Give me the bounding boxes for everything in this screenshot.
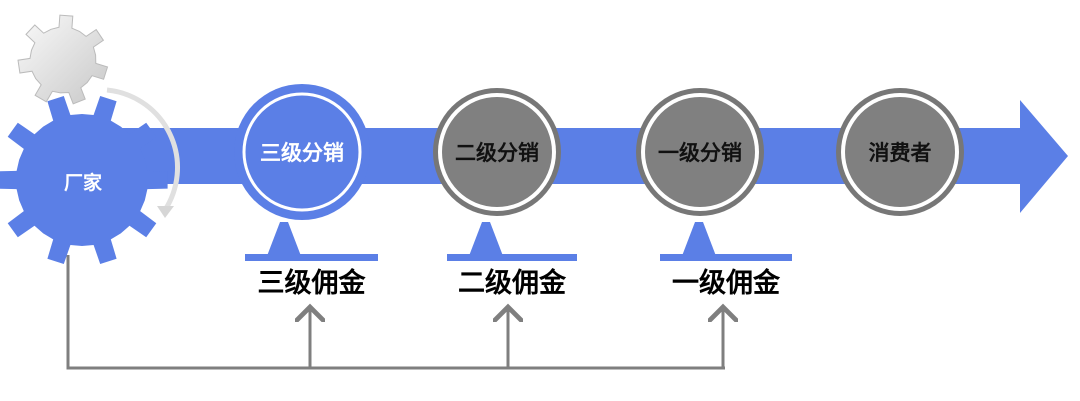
commission-label: 一级佣金 — [672, 267, 781, 299]
commission-2: 二级佣金 — [447, 222, 577, 299]
commission-feedback-lines — [66, 255, 725, 370]
node-label: 三级分销 — [260, 141, 344, 165]
commission-label: 二级佣金 — [458, 267, 567, 299]
node-label: 一级分销 — [658, 141, 742, 165]
node-3: 一级分销 — [636, 88, 764, 216]
pointer-triangle — [267, 222, 301, 256]
node-1: 三级分销 — [234, 84, 370, 220]
commission-1: 三级佣金 — [245, 222, 378, 299]
node-fill — [645, 97, 755, 207]
commission-label: 三级佣金 — [258, 267, 367, 299]
pointer-triangle — [682, 222, 716, 256]
node-4: 消费者 — [836, 88, 964, 216]
node-fill — [442, 97, 552, 207]
manufacturer-label: 厂家 — [64, 171, 103, 194]
rotation-arrow-icon — [106, 87, 180, 212]
small-gear-icon — [17, 14, 109, 105]
node-fill — [845, 97, 955, 207]
rotation-arrowhead-icon — [157, 206, 174, 218]
commission-bar — [245, 254, 378, 261]
manufacturer-gear-icon — [0, 96, 168, 264]
commission-bar — [447, 254, 577, 261]
pointer-triangle — [469, 222, 503, 256]
commission-3: 一级佣金 — [660, 222, 792, 299]
node-label: 消费者 — [869, 141, 932, 165]
commission-bar — [660, 254, 792, 261]
node-circle — [234, 84, 370, 220]
node-2: 二级分销 — [433, 88, 561, 216]
node-label: 二级分销 — [455, 141, 539, 165]
node-ring — [242, 92, 362, 212]
